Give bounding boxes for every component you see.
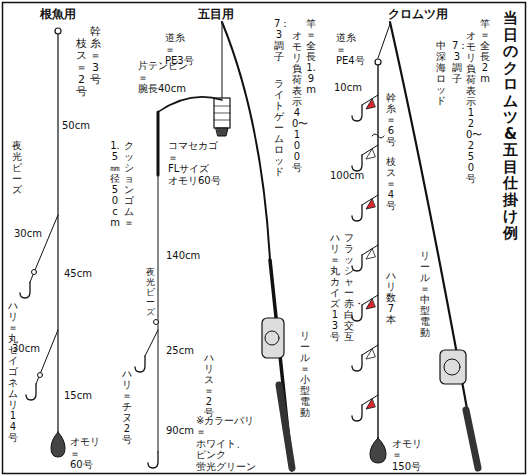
rig-label: 15cm bbox=[64, 390, 92, 402]
rig-label: クッションゴム＝ bbox=[124, 140, 134, 228]
flasher bbox=[366, 249, 375, 259]
rig-label: 幹糸＝6号 bbox=[386, 92, 396, 147]
flasher bbox=[366, 199, 375, 209]
rig-label: オモリ＝ 150号 bbox=[392, 438, 422, 473]
hook bbox=[352, 355, 362, 371]
rig-label: オモリ＝ 60号 bbox=[70, 436, 100, 471]
rig-label: 50cm bbox=[62, 120, 90, 132]
rig-label: ※カラーバリ＝ ホワイト、ピンク 蛍光グリーン bbox=[196, 415, 256, 473]
flasher bbox=[366, 399, 375, 409]
rig-label: 1.5㎜径 50cm bbox=[110, 140, 120, 228]
flasher bbox=[366, 99, 375, 109]
section-heading: クロムツ用 bbox=[388, 8, 448, 22]
rig-label: 幹糸＝3号 bbox=[90, 26, 101, 86]
flasher bbox=[366, 349, 375, 359]
rig-label: 夜光ビーズ bbox=[12, 140, 22, 195]
rig-label: 竿＝全長2m bbox=[480, 18, 490, 84]
hook bbox=[26, 384, 36, 400]
hook bbox=[352, 205, 362, 221]
rig-label: 25cm bbox=[166, 345, 194, 357]
rig-label: 中深海ロッド bbox=[436, 40, 446, 106]
hook bbox=[135, 356, 145, 372]
section-heading: 根魚用 bbox=[40, 8, 76, 22]
rig-label: 夜光ビーズ bbox=[146, 268, 155, 317]
rig-label: ハリ数7本 bbox=[386, 270, 396, 325]
rig-label: リール＝小型電動 bbox=[300, 330, 310, 418]
hook bbox=[352, 155, 362, 171]
frame bbox=[3, 3, 526, 474]
section-heading: 五目用 bbox=[198, 8, 234, 22]
rig-label: ハリ＝丸カイズ13号 bbox=[330, 232, 340, 342]
rig-label: 45cm bbox=[64, 268, 92, 280]
rig-label: リール＝中型電動 bbox=[420, 250, 430, 338]
title: 当日のクロムツ&五目仕掛け例 bbox=[503, 10, 518, 241]
flasher bbox=[366, 149, 375, 159]
hook bbox=[352, 105, 362, 121]
rig-label: ハリ＝丸セイゴネムリ14号 bbox=[8, 300, 18, 443]
rig-label: 道糸＝ PE4号 bbox=[336, 32, 365, 67]
rig-label: 90cm bbox=[166, 425, 194, 437]
rig-label: 10cm bbox=[334, 82, 362, 94]
rig-label: 枝ス＝2号 bbox=[76, 38, 87, 98]
rig-label: ハリ＝チヌ2号 bbox=[122, 368, 132, 445]
rig-label: 7：3調子 bbox=[452, 40, 462, 84]
rig-label: オモリ負荷表示40〜100号 bbox=[292, 30, 302, 173]
rig-label: ライトゲームロッド bbox=[274, 78, 284, 177]
rig-label: オモリ負荷表示120〜250号 bbox=[466, 30, 476, 184]
rig-label: 片テンビン＝ 腕長40cm bbox=[138, 60, 188, 95]
rig-label: 7：3調子 bbox=[274, 18, 284, 62]
rig-label: 140cm bbox=[166, 250, 200, 262]
rig-label: フラッシャー赤・白交互 bbox=[344, 232, 354, 342]
rig-label: 100cm bbox=[330, 170, 364, 182]
hook bbox=[352, 405, 362, 421]
hook bbox=[148, 452, 158, 468]
flasher bbox=[366, 299, 375, 309]
rig-label: 30cm bbox=[14, 228, 42, 240]
rig-label: 枝ス＝4号 bbox=[386, 156, 396, 211]
hook bbox=[20, 282, 30, 298]
rig-label: コマセカゴ＝ FLサイズ オモリ60号 bbox=[168, 140, 221, 186]
rig-label: ハリス＝2号 bbox=[204, 352, 214, 418]
rig-label: 竿＝全長1.9m bbox=[306, 18, 316, 95]
